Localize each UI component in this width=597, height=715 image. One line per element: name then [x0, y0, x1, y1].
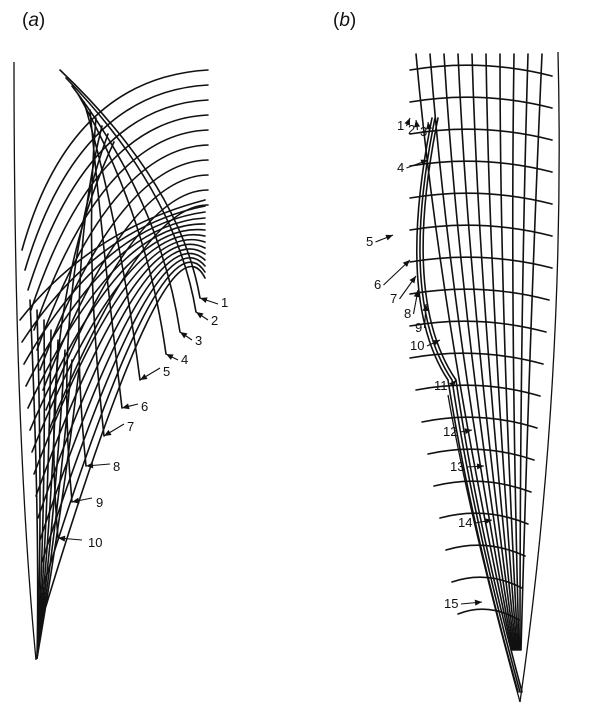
panel-a-callout-1-arrowhead	[200, 297, 208, 303]
panel-b-cross	[410, 289, 549, 300]
panel-b-callout-7: 7	[390, 276, 416, 306]
panel-a-callout-9-arrowhead	[72, 498, 79, 504]
panel-b-callout-10: 10	[410, 338, 440, 353]
panel-a-callout-8-label: 8	[113, 459, 120, 474]
panel-b-callout-1-label: 1	[397, 118, 404, 133]
panel-b-callout-14-arrowhead	[485, 518, 492, 524]
panel-a-callout-7-arrowhead	[104, 430, 112, 436]
panel-b-callout-2: 2	[408, 120, 420, 137]
panel-b-callout-6: 6	[374, 260, 410, 292]
panel-a-callout-5: 5	[140, 364, 170, 380]
panel-a-callout-7-label: 7	[127, 419, 134, 434]
panel-a-callout-6-label: 6	[141, 399, 148, 414]
panel-a-callout-3-label: 3	[195, 333, 202, 348]
panel-b-callout-5: 5	[366, 234, 393, 249]
panel-a-callout-1: 1	[200, 295, 228, 310]
panel-a-arc	[66, 78, 196, 312]
panel-a-callout-6-arrowhead	[122, 403, 130, 409]
panel-a-callout-8: 8	[86, 459, 120, 474]
panel-b-callout-12-label: 12	[443, 424, 457, 439]
panel-b-long	[521, 54, 542, 650]
panel-b-callout-5-arrowhead	[385, 235, 393, 241]
panel-a-callout-2-arrowhead	[196, 312, 203, 318]
panel-b-cross	[410, 161, 552, 172]
panel-a-callout-2: 2	[196, 312, 218, 328]
panel-a-callout-10-label: 10	[88, 535, 102, 550]
panel-a-callout-3: 3	[180, 332, 202, 348]
panel-b-callout-3-label: 3	[420, 124, 427, 139]
panel-a-callout-4-label: 4	[181, 352, 188, 367]
panel-a-callout-7: 7	[104, 419, 134, 436]
panel-a-callout-6: 6	[122, 399, 148, 414]
panel-b-cross	[410, 97, 552, 108]
panel-a-callout-1-label: 1	[221, 295, 228, 310]
panel-b-callout-4-label: 4	[397, 160, 404, 175]
panel-a-callout-9-label: 9	[96, 495, 103, 510]
panel-a-callout-5-label: 5	[163, 364, 170, 379]
panel-b-callout-8-label: 8	[404, 306, 411, 321]
panel-b-callout-5-label: 5	[366, 234, 373, 249]
panel-a-callout-2-label: 2	[211, 313, 218, 328]
panel-b-callout-11-label: 11	[434, 378, 448, 393]
panel-b-cross	[410, 353, 543, 364]
panel-b-callout-10-label: 10	[410, 338, 424, 353]
panel-b-cross	[428, 449, 534, 460]
panel-b-callout-15-label: 15	[444, 596, 458, 611]
panel-b-callout-13-label: 13	[450, 459, 464, 474]
panel-a-callout-3-arrowhead	[180, 332, 187, 338]
panel-b-callout-2-label: 2	[408, 122, 415, 137]
panel-b-callout-14-label: 14	[458, 515, 472, 530]
panel-b-callout-7-arrowhead	[409, 276, 416, 283]
panel-a-callout-5-arrowhead	[140, 374, 148, 380]
panel-b-callout-8: 8	[404, 290, 420, 321]
panel-b-callout-6-label: 6	[374, 277, 381, 292]
panel-b-callout-9-label: 9	[415, 320, 422, 335]
panel-b-callout-7-label: 7	[390, 291, 397, 306]
panel-b-callout-15-arrowhead	[475, 600, 482, 606]
